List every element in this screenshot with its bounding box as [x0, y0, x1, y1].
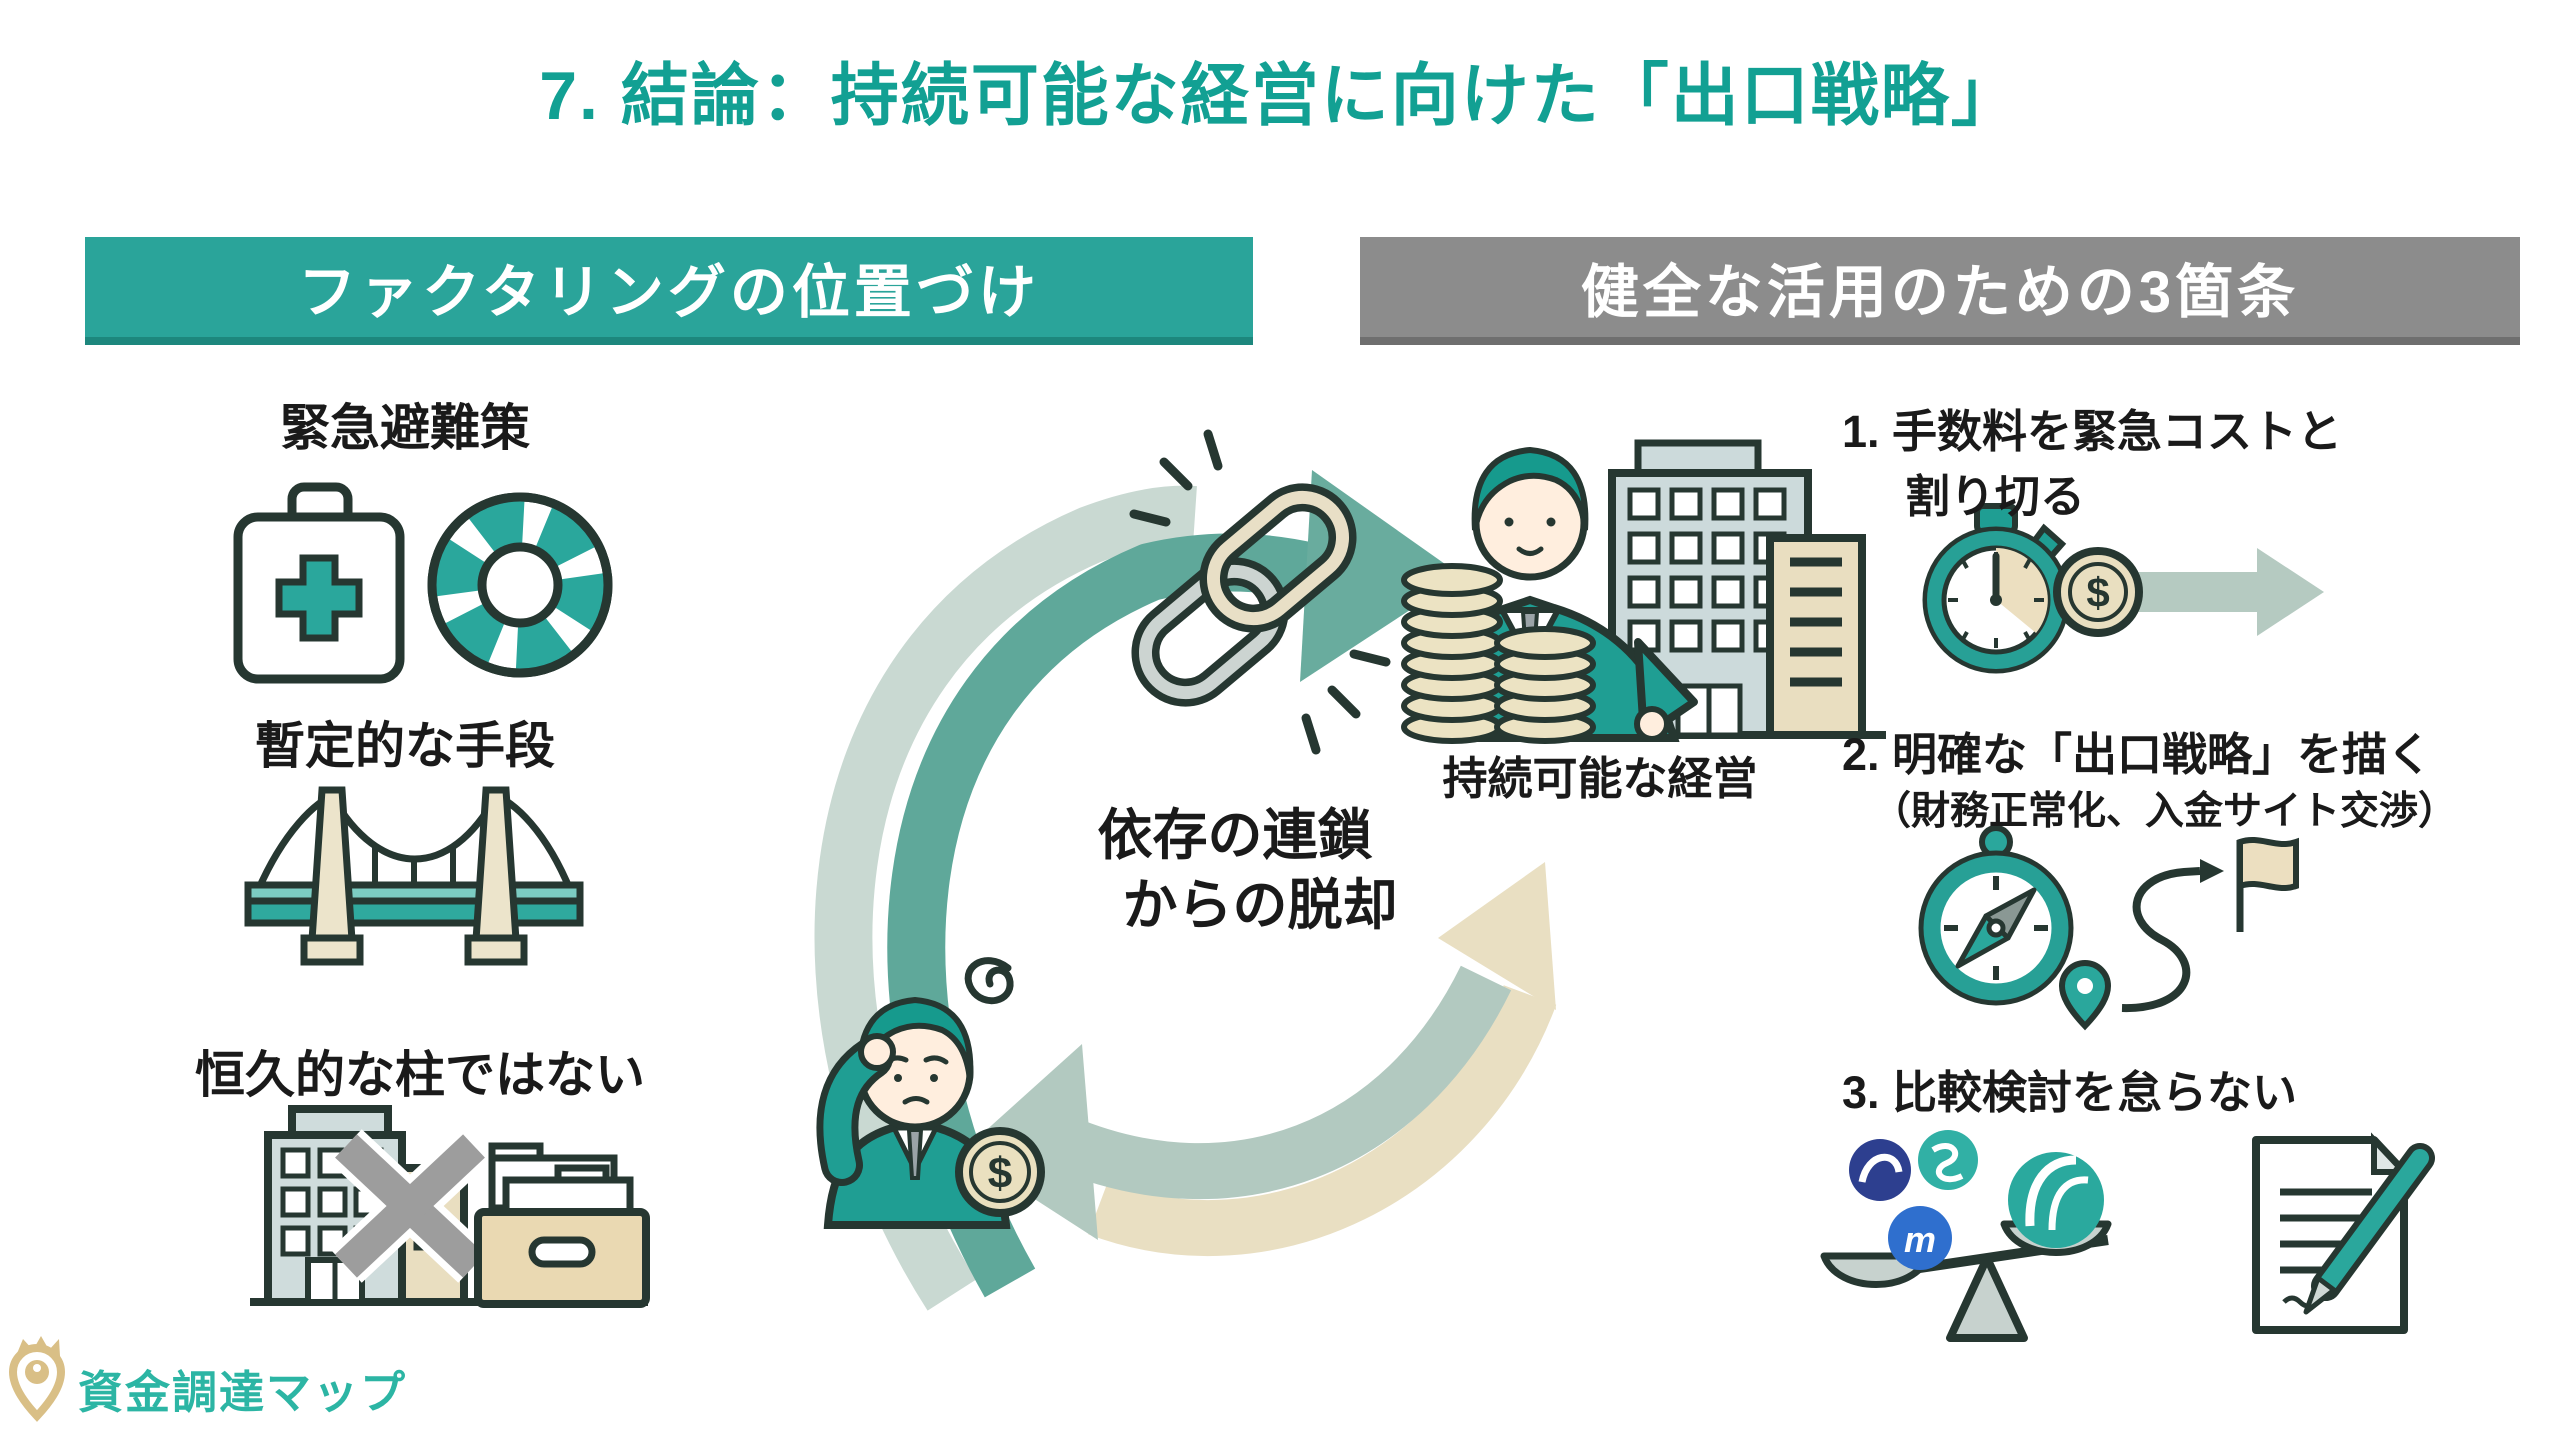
lifebuoy-icon	[427, 492, 613, 678]
right-item2-line1: 2. 明確な「出口戦略」を描く	[1842, 729, 2433, 780]
contract-document-icon	[2252, 1132, 2435, 1334]
chain-break-marks	[1129, 429, 1391, 755]
right-item1-line2: 割り切る	[1905, 471, 2086, 522]
file-box-icon	[474, 1142, 650, 1308]
right-item2-line2: （財務正常化、入金サイト交渉）	[1872, 790, 2458, 833]
coin-dollar-glyph: $	[988, 1149, 1012, 1198]
broken-chain-icon	[1129, 429, 1391, 755]
hair	[1471, 446, 1589, 531]
cycle-text-line2: からの脱却	[1122, 874, 1398, 936]
stopwatch-icon	[1922, 503, 2070, 674]
side-building	[1766, 534, 1866, 739]
hair	[856, 996, 974, 1081]
first-aid-kit-icon	[233, 482, 405, 684]
coin-dollar-glyph: $	[2086, 569, 2109, 616]
compass-icon	[1918, 825, 2074, 1006]
goal-label: 持続可能な経営	[1442, 753, 1758, 804]
left-item3-label: 恒久的な柱ではない	[195, 1047, 645, 1103]
cycle-text-line1: 依存の連鎖	[1097, 804, 1373, 866]
logo-circle-navy	[1849, 1139, 1911, 1201]
confusion-squiggle-icon	[964, 957, 1014, 1005]
coin-stacks-icon	[1401, 563, 1596, 744]
bridge-icon	[244, 786, 584, 966]
building-x-icon	[250, 1105, 648, 1306]
logo-m-glyph: m	[1904, 1219, 1936, 1260]
beige-up-arrowhead	[1438, 862, 1556, 1010]
route-flag-icon	[2058, 837, 2299, 1031]
cross-out-x	[330, 1129, 490, 1283]
page-title: 7. 結論：持続可能な経営に向けた「出口戦略」	[539, 58, 2021, 134]
right-item1-line1: 1. 手数料を緊急コストと	[1842, 406, 2343, 457]
worried-person-illustration: $	[816, 957, 1045, 1229]
fee-coin-icon: $	[2053, 547, 2143, 637]
right-item3-label: 3. 比較検討を怠らない	[1842, 1067, 2298, 1118]
dollar-coin-icon: $	[955, 1127, 1045, 1217]
logo-circle-blue	[1888, 1206, 1952, 1270]
map-pin	[2058, 960, 2112, 1031]
brand-logo-icon	[8, 1336, 66, 1422]
brand-name: 資金調達マップ	[78, 1367, 408, 1418]
pen	[2303, 1143, 2435, 1315]
right-section-header: 健全な活用のための3箇条	[1360, 237, 2520, 345]
left-item2-label: 暫定的な手段	[255, 718, 555, 774]
left-section-header: ファクタリングの位置づけ	[85, 237, 1253, 345]
left-item1-label: 緊急避難策	[280, 400, 530, 456]
comparison-balance-icon: m	[1820, 1130, 2112, 1342]
